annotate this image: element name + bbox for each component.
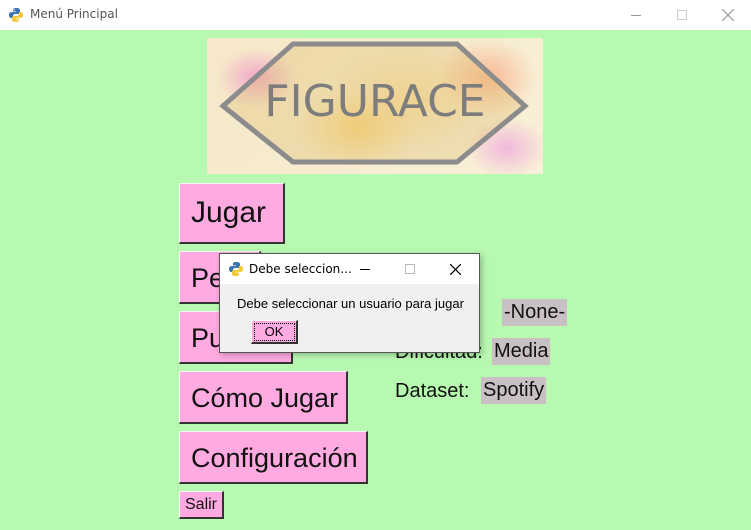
difficulty-value: Media <box>492 338 551 365</box>
logo-text: FIGURACE <box>264 76 486 127</box>
minimize-button[interactable] <box>613 0 659 30</box>
figurace-logo: FIGURACE <box>207 38 543 174</box>
maximize-icon <box>677 10 687 20</box>
dialog-title: Debe seleccion... <box>249 262 352 276</box>
title-bar[interactable]: Menú Principal <box>0 0 751 30</box>
como-jugar-button[interactable]: Cómo Jugar <box>179 371 348 424</box>
dialog-title-bar[interactable]: Debe seleccion... <box>220 254 479 284</box>
ok-button[interactable]: OK <box>251 320 298 344</box>
maximize-button[interactable] <box>659 0 705 30</box>
minimize-icon <box>631 15 641 16</box>
dialog-message: Debe seleccionar un usuario para jugar <box>237 296 464 311</box>
user-value: -None- <box>502 299 568 326</box>
jugar-button[interactable]: Jugar <box>179 183 285 244</box>
minimize-icon <box>360 269 370 270</box>
dataset-value: Spotify <box>481 377 547 404</box>
dialog-maximize-button[interactable] <box>395 254 425 284</box>
salir-button[interactable]: Salir <box>179 491 224 519</box>
warning-dialog: Debe seleccion... Debe seleccionar un us… <box>219 253 480 353</box>
dataset-label: Dataset: <box>395 380 470 402</box>
python-icon <box>229 262 243 276</box>
close-icon <box>722 9 734 21</box>
dialog-minimize-button[interactable] <box>350 254 380 284</box>
window-title: Menú Principal <box>30 7 118 21</box>
configuracion-button[interactable]: Configuración <box>179 431 368 484</box>
close-icon <box>449 263 461 275</box>
dialog-close-button[interactable] <box>440 254 470 284</box>
python-icon <box>9 8 23 22</box>
close-button[interactable] <box>705 0 751 30</box>
logo-hexagon <box>219 41 529 165</box>
maximize-icon <box>405 264 415 274</box>
